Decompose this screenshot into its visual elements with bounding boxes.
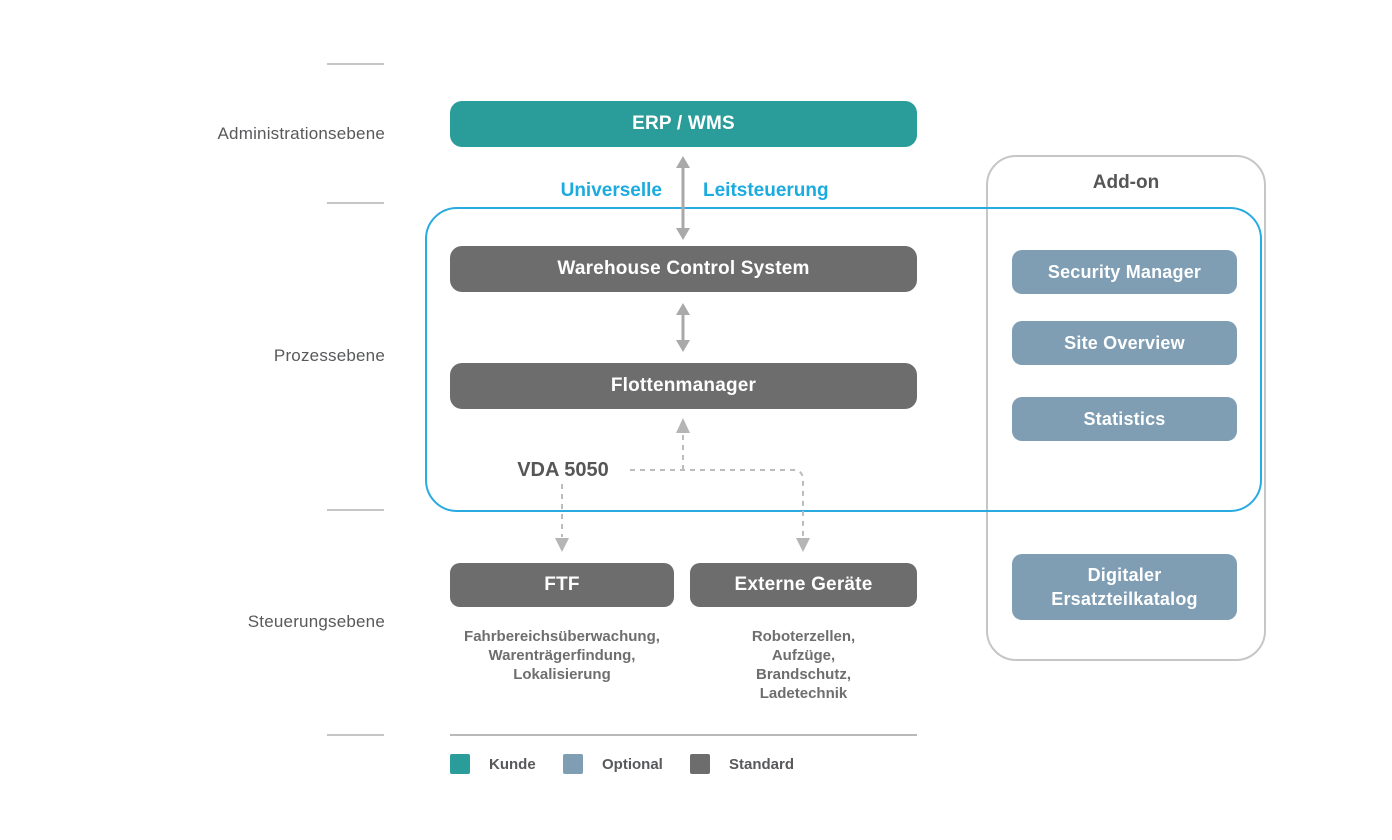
external-note-line: Ladetechnik: [759, 685, 848, 702]
kunde-swatch-icon: [450, 754, 470, 774]
legend-item-optional: Optional: [563, 754, 663, 774]
level-label-control: Steuerungsebene: [247, 612, 385, 631]
legend-label: Kunde: [489, 755, 536, 773]
process-group-outline: [425, 207, 1262, 512]
ftf-node: FTF: [450, 563, 674, 607]
addon-panel: Add-on Security Manager Site Overview St…: [986, 155, 1266, 661]
optional-swatch-icon: [563, 754, 583, 774]
connection-label-left: Universelle: [560, 180, 662, 201]
ftf-notes: Fahrbereichsüberwachung, Warenträgerfind…: [450, 627, 674, 684]
legend-label: Standard: [729, 755, 795, 773]
addon-item-site-overview: Site Overview: [1012, 321, 1237, 365]
ftf-note-line: Warenträgerfindung,: [488, 647, 636, 664]
level-label-process: Prozessebene: [273, 346, 385, 365]
level-label-administration: Administrationsebene: [217, 124, 385, 143]
external-devices-node: Externe Geräte: [690, 563, 917, 607]
external-devices-notes: Roboterzellen, Aufzüge, Brandschutz, Lad…: [690, 627, 917, 703]
addon-item-digital-spare-parts-catalog: Digitaler Ersatzteilkatalog: [1012, 554, 1237, 620]
erp-wms-node: ERP / WMS: [450, 101, 917, 147]
standard-swatch-icon: [690, 754, 710, 774]
level-divider: [327, 509, 384, 511]
ftf-note-line: Fahrbereichsüberwachung,: [464, 628, 660, 645]
legend-item-kunde: Kunde: [450, 754, 536, 774]
level-divider: [327, 63, 384, 65]
ftf-note-line: Lokalisierung: [513, 666, 611, 683]
addon-title: Add-on: [1092, 172, 1160, 193]
level-divider: [327, 202, 384, 204]
legend-label: Optional: [602, 755, 663, 773]
addon-item-security-manager: Security Manager: [1012, 250, 1237, 294]
warehouse-control-system-node: Warehouse Control System: [450, 246, 917, 292]
legend-separator: [450, 734, 917, 736]
level-divider: [327, 734, 384, 736]
connection-label-right: Leitsteuerung: [703, 180, 829, 201]
external-note-line: Aufzüge,: [771, 647, 836, 664]
addon-item-statistics: Statistics: [1012, 397, 1237, 441]
external-note-line: Roboterzellen,: [751, 628, 856, 645]
external-note-line: Brandschutz,: [755, 666, 851, 683]
fleet-manager-node: Flottenmanager: [450, 363, 917, 409]
legend-item-standard: Standard: [690, 754, 794, 774]
vda-5050-label: VDA 5050: [517, 459, 609, 481]
